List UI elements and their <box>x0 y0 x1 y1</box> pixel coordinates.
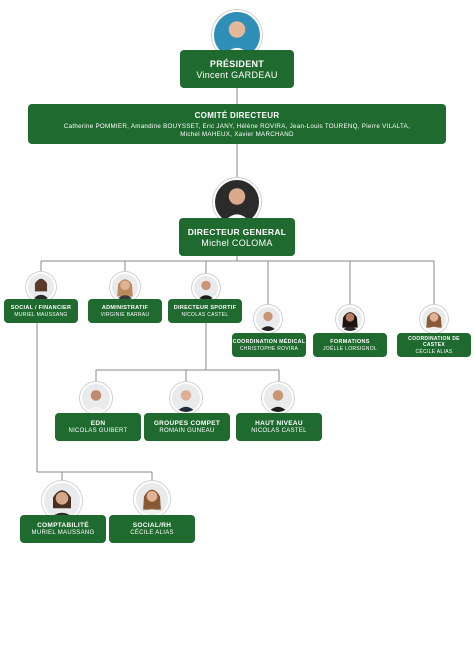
groupes-compet-avatar <box>170 382 202 414</box>
directeur-sportif-title: DIRECTEUR SPORTIF <box>173 304 237 311</box>
directeur-title: DIRECTEUR GENERAL <box>187 226 287 237</box>
formations-box: FORMATIONS JOËLLE LORSIGNOL <box>313 333 387 357</box>
social-rh-name: CÉCILE ALIAS <box>130 530 174 536</box>
administratif-title: ADMINISTRATIF <box>101 304 149 311</box>
coordination-medical-avatar <box>254 305 282 333</box>
haut-niveau-avatar <box>262 382 294 414</box>
comptabilite-title: COMPTABILITÉ <box>37 522 89 529</box>
directeur-sportif-name: NICOLAS CASTEL <box>181 311 229 318</box>
haut-niveau-box: HAUT NIVEAU NICOLAS CASTEL <box>236 413 322 441</box>
coordination-medical-name: CHRISTOPHE ROVIRA <box>239 345 299 352</box>
social-rh-title: SOCIAL/RH <box>132 522 172 529</box>
coordination-medical-box: COORDINATION MÉDICAL CHRISTOPHE ROVIRA <box>232 333 306 357</box>
groupes-compet-name: ROMAIN GUNEAU <box>159 428 215 434</box>
comptabilite-name: MURIEL MAUSSANG <box>31 530 95 536</box>
social-financier-title: SOCIAL / FINANCIER <box>10 304 72 311</box>
coordination-medical-title: COORDINATION MÉDICAL <box>232 338 306 345</box>
haut-niveau-title: HAUT NIVEAU <box>255 420 303 427</box>
edn-avatar <box>80 382 112 414</box>
edn-box: EDN NICOLAS GUIBERT <box>55 413 141 441</box>
administratif-box: ADMINISTRATIF VIRGINIE BARRAU <box>88 299 162 323</box>
comite-members-line2: Michel MAHEUX, Xavier MARCHAND <box>180 130 294 138</box>
directeur-name: Michel COLOMA <box>201 237 273 248</box>
formations-title: FORMATIONS <box>330 338 370 345</box>
coordination-castex-title: COORDINATION DE CASTEX <box>408 335 460 348</box>
formations-avatar <box>336 305 364 333</box>
comptabilite-box: COMPTABILITÉ MURIEL MAUSSANG <box>20 515 106 543</box>
coordination-castex-name: CÉCILE ALIAS <box>415 348 453 355</box>
comite-members-line1: Catherine POMMIER, Amandine BOUYSSET, Er… <box>63 122 411 130</box>
directeur-sportif-avatar <box>192 274 220 302</box>
comite-box: COMITÉ DIRECTEUR Catherine POMMIER, Aman… <box>28 104 446 144</box>
haut-niveau-name: NICOLAS CASTEL <box>251 428 307 434</box>
president-name: Vincent GARDEAU <box>196 69 278 80</box>
coordination-castex-box: COORDINATION DE CASTEX CÉCILE ALIAS <box>397 333 471 357</box>
directeur-sportif-box: DIRECTEUR SPORTIF NICOLAS CASTEL <box>168 299 242 323</box>
edn-name: NICOLAS GUIBERT <box>68 428 128 434</box>
social-rh-avatar <box>134 481 170 517</box>
comite-title: COMITÉ DIRECTEUR <box>194 110 280 120</box>
groupes-compet-box: GROUPES COMPET ROMAIN GUNEAU <box>144 413 230 441</box>
formations-name: JOËLLE LORSIGNOL <box>323 345 377 352</box>
coordination-castex-avatar <box>420 305 448 333</box>
groupes-compet-title: GROUPES COMPET <box>153 420 221 427</box>
social-financier-avatar <box>26 272 56 302</box>
president-box: PRÉSIDENT Vincent GARDEAU <box>180 50 294 88</box>
social-financier-name: MURIEL MAUSSANG <box>14 311 68 318</box>
president-title: PRÉSIDENT <box>209 58 265 69</box>
administratif-name: VIRGINIE BARRAU <box>100 311 150 318</box>
edn-title: EDN <box>90 420 106 427</box>
directeur-box: DIRECTEUR GENERAL Michel COLOMA <box>179 218 295 256</box>
social-financier-box: SOCIAL / FINANCIER MURIEL MAUSSANG <box>4 299 78 323</box>
administratif-avatar <box>110 272 140 302</box>
social-rh-box: SOCIAL/RH CÉCILE ALIAS <box>109 515 195 543</box>
